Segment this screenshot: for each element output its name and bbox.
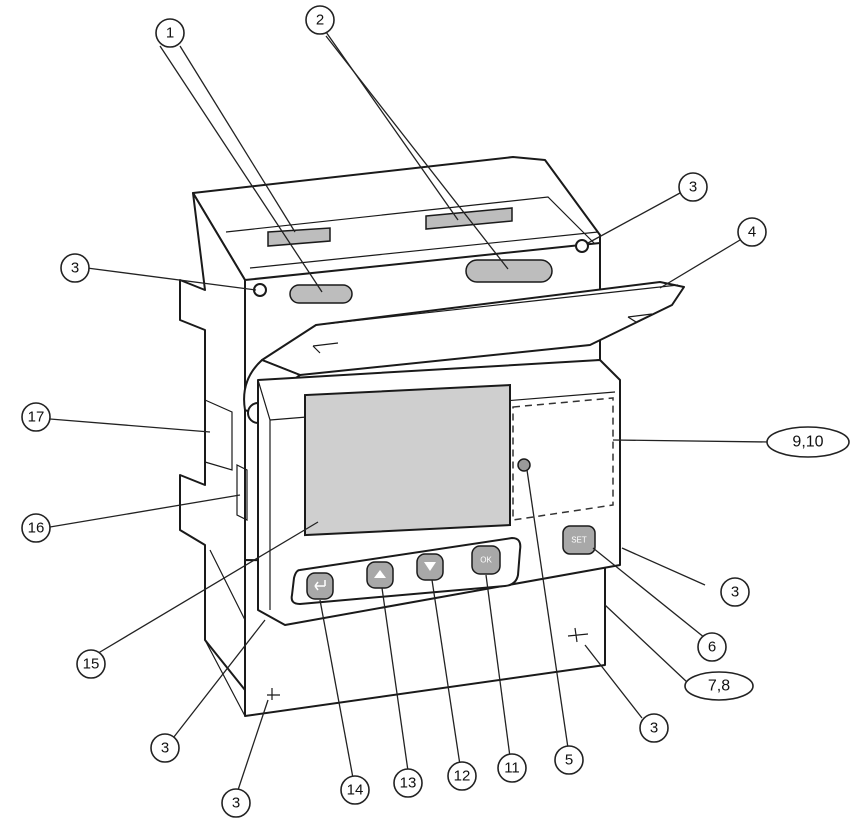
callout-17: 17 [21, 402, 51, 432]
callout-14: 14 [340, 775, 370, 805]
callout-3e-label: 3 [161, 740, 169, 757]
terminal-slot-left [289, 284, 353, 304]
callout-4-label: 4 [748, 224, 756, 241]
callout-13: 13 [393, 768, 423, 798]
callout-3c-label: 3 [731, 584, 739, 601]
button-down[interactable] [416, 553, 444, 581]
callout-3-bottom-left: 3 [150, 733, 180, 763]
button-set[interactable]: SET [562, 525, 596, 555]
callout-15: 15 [76, 649, 106, 679]
sealing-screws [253, 239, 619, 700]
callout-12-label: 12 [454, 768, 471, 785]
led-indicator [517, 458, 531, 472]
callout-16: 16 [21, 513, 51, 543]
down-arrow-icon [424, 562, 436, 571]
callout-17-label: 17 [28, 409, 45, 426]
callout-3-top-left: 3 [60, 253, 90, 283]
callout-2-label: 2 [316, 12, 324, 29]
callout-11-label: 11 [504, 760, 520, 777]
terminal-slot-right [465, 259, 553, 283]
button-strip [290, 537, 522, 605]
screw-bottom-left [267, 688, 280, 700]
enter-icon [314, 580, 326, 591]
callout-7-8-label: 7,8 [708, 678, 730, 695]
callout-16-label: 16 [28, 520, 45, 537]
leader-lines [49, 31, 770, 791]
callout-4: 4 [737, 217, 767, 247]
callout-11: 11 [497, 753, 527, 783]
callout-12: 12 [447, 761, 477, 791]
callout-1-label: 1 [166, 25, 174, 42]
callout-9-10-label: 9,10 [792, 434, 823, 451]
callout-3-bottom-right: 3 [639, 713, 669, 743]
button-ok[interactable]: OK [471, 545, 501, 575]
callout-9-10: 9,10 [766, 426, 850, 458]
callout-5-label: 5 [565, 752, 573, 769]
set-button-label: SET [571, 536, 587, 545]
side-label-16 [236, 464, 248, 521]
screw-bottom-right [567, 627, 589, 643]
callout-3d-label: 3 [650, 720, 658, 737]
callout-3-right: 3 [720, 577, 750, 607]
callout-3b-label: 3 [689, 179, 697, 196]
callout-13-label: 13 [400, 775, 417, 792]
callout-1: 1 [155, 18, 185, 48]
callout-6-label: 6 [708, 639, 716, 656]
up-arrow-icon [374, 570, 386, 578]
callout-15-label: 15 [83, 656, 100, 673]
callout-3f-label: 3 [232, 795, 240, 812]
callout-14-label: 14 [347, 782, 364, 799]
dashed-label-area [512, 397, 614, 521]
callout-3-top-right: 3 [678, 172, 708, 202]
callout-5: 5 [554, 745, 584, 775]
callout-2: 2 [305, 5, 335, 35]
screw-top-right [575, 239, 589, 253]
callout-3-bottom: 3 [221, 788, 251, 818]
side-label-17 [204, 399, 233, 471]
callout-3a-label: 3 [71, 260, 79, 277]
lcd-display [304, 384, 511, 537]
ok-button-label: OK [480, 556, 492, 565]
button-up[interactable] [366, 561, 394, 589]
button-enter[interactable] [306, 572, 334, 600]
callout-6: 6 [697, 632, 727, 662]
callout-7-8: 7,8 [684, 671, 754, 701]
